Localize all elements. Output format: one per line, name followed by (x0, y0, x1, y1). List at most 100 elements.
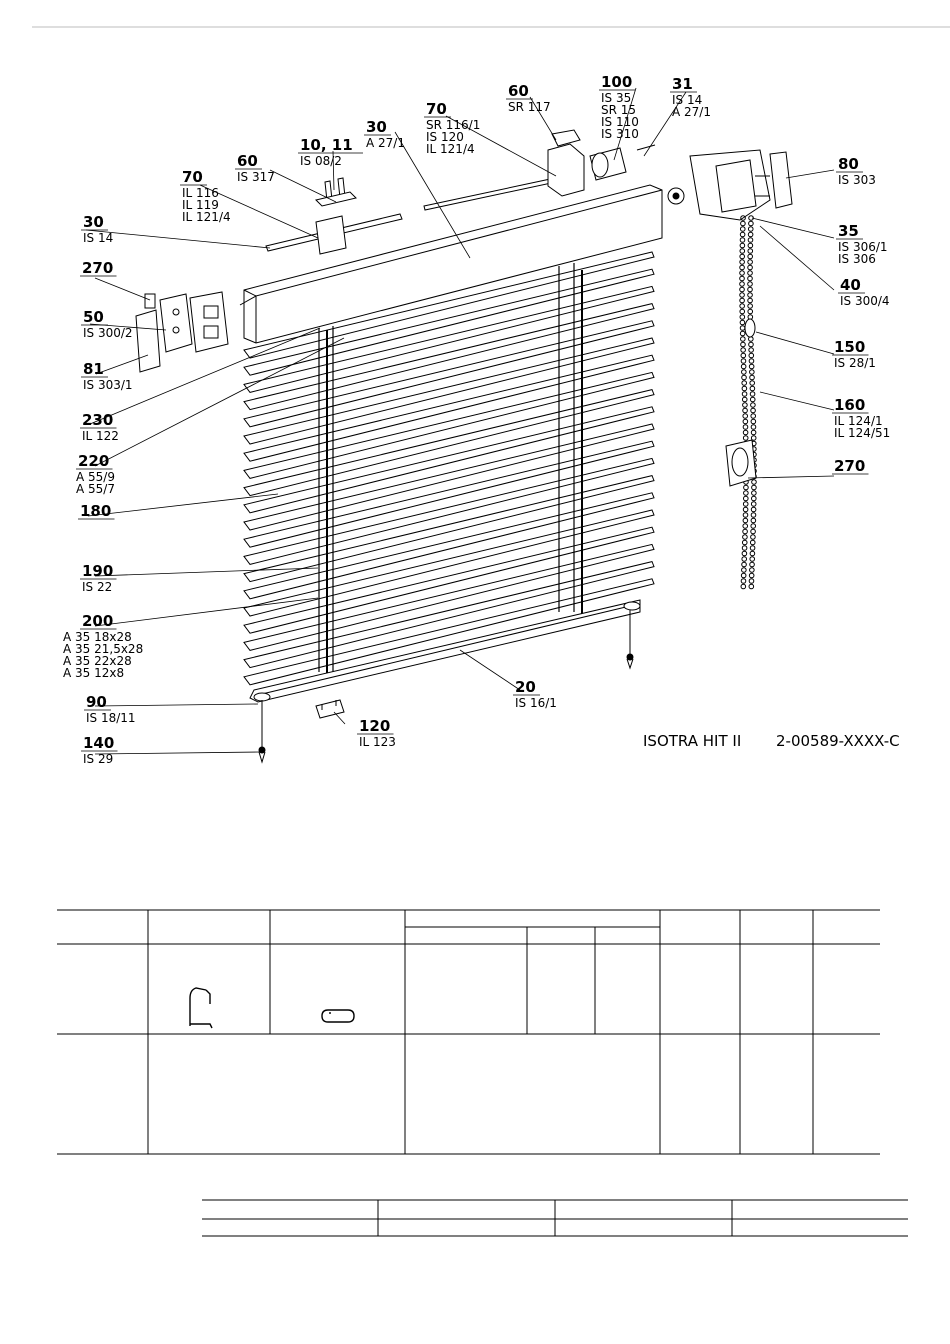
chain-bead (749, 561, 755, 568)
slat (243, 578, 655, 686)
slat (243, 337, 655, 445)
chain-bead (747, 297, 753, 304)
callout-number: 190 (82, 562, 113, 580)
callout-part-code: A 35 22x28 (63, 654, 132, 668)
callout-number: 70 (182, 168, 203, 186)
chain-bead (742, 501, 749, 507)
chain-bead (749, 550, 756, 557)
chain-bead (741, 380, 747, 386)
chain-bead (750, 407, 756, 414)
chain-bead (739, 286, 745, 293)
chain-bead (742, 424, 749, 430)
callout-part-code: A 55/7 (76, 482, 115, 496)
callout-number: 270 (834, 457, 865, 475)
chain-bead (742, 534, 748, 540)
chain-bead (739, 297, 745, 304)
chain-bead (749, 380, 755, 386)
callout-number: 31 (672, 75, 693, 93)
slat (243, 320, 655, 428)
chain-bead (741, 561, 747, 568)
callout-part-code: A 55/9 (76, 470, 115, 484)
slat (243, 543, 655, 651)
chain-bead (739, 242, 746, 249)
chain-bead (748, 583, 755, 590)
callout-number: 230 (82, 411, 113, 429)
chain-bead (747, 237, 754, 243)
chain-connector (744, 318, 756, 338)
tilt-shaft (423, 177, 557, 211)
chain-bead (740, 578, 747, 584)
chain-bead (750, 435, 757, 441)
chain-bead (747, 275, 753, 282)
chain-bead (747, 303, 753, 309)
parts-table (57, 909, 880, 1155)
callout-number: 180 (80, 502, 111, 520)
callout-part-code: A 35 12x8 (63, 666, 124, 680)
callout-part-code: IS 22 (82, 580, 112, 594)
chain-bead (741, 539, 748, 546)
leader-lines (85, 87, 835, 755)
callout-part-code: IL 123 (359, 735, 396, 749)
chain-bead (743, 484, 749, 491)
chain-bead (741, 556, 748, 562)
callout-part-code: IL 116 (182, 186, 219, 200)
slat-stack (243, 251, 655, 686)
callout-part-code: A 35 21,5x28 (63, 642, 143, 656)
callout-number: 150 (834, 338, 865, 356)
chain-bead (739, 264, 745, 271)
chain-bead (748, 220, 754, 227)
slat (243, 561, 655, 669)
summary-table (202, 1199, 908, 1237)
callout-part-code: IS 35 (601, 91, 631, 105)
chain-bead (748, 352, 755, 359)
chain-bead (739, 303, 745, 309)
callout-180: 180 (78, 502, 115, 520)
tilter-mechanism (547, 129, 656, 197)
callout-number: 90 (86, 693, 107, 711)
slat (243, 423, 655, 531)
callout-part-code: IL 124/51 (834, 426, 890, 440)
chain-bead (740, 358, 747, 364)
chain-bead (739, 330, 746, 337)
slat (243, 457, 655, 565)
chain-bead (750, 512, 757, 518)
callout-part-code: IS 18/11 (86, 711, 136, 725)
chain-bead (739, 325, 746, 331)
chain-bead (743, 490, 749, 496)
chain-bead (739, 314, 746, 320)
callout-270: 270 (80, 259, 117, 277)
slat (243, 526, 655, 634)
chain-bead (739, 275, 745, 282)
chain-bead (749, 567, 755, 573)
callout-number: 140 (83, 734, 114, 752)
callout-number: 80 (838, 155, 859, 173)
chain-bead (741, 545, 748, 551)
chain-bead (750, 424, 757, 430)
callout-part-code: IS 303/1 (83, 378, 133, 392)
slat (243, 268, 655, 376)
callout-number: 270 (82, 259, 113, 277)
slat (243, 354, 655, 462)
chain-bead (739, 319, 746, 326)
chain-bead (751, 490, 757, 496)
chain-bead (739, 248, 746, 254)
callout-part-code: IS 28/1 (834, 356, 876, 370)
product-name: ISOTRA HIT II (643, 732, 741, 750)
chain-bead (742, 506, 749, 513)
callout-part-code: IS 14 (83, 231, 113, 245)
chain-bead (750, 402, 756, 408)
callout-number: 200 (82, 612, 113, 630)
ball-chain (739, 215, 757, 590)
